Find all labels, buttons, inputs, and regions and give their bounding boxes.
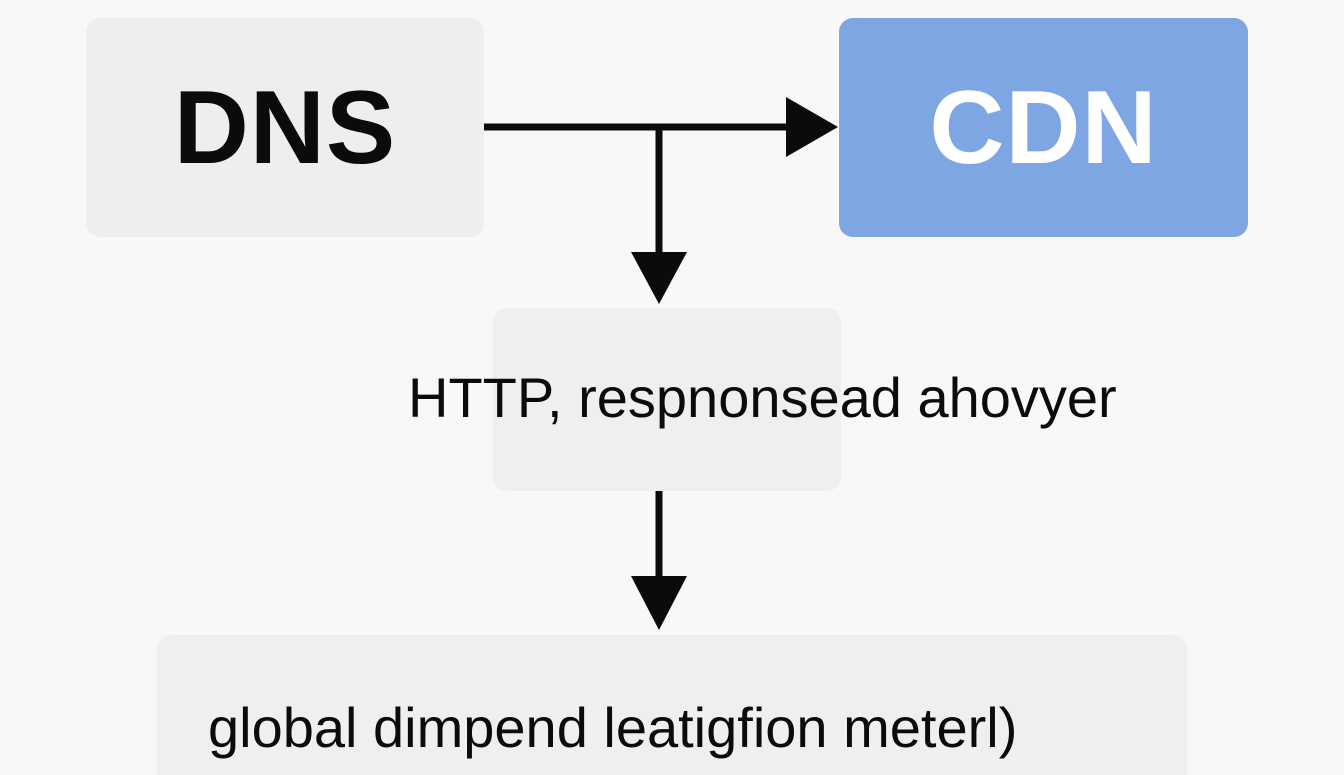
dns-node: DNS	[86, 18, 484, 237]
http-response-node	[493, 308, 841, 491]
dns-to-cdn-arrowhead	[786, 97, 838, 157]
global-label: global dimpend leatigfion meterl)	[208, 696, 1018, 759]
flow-diagram: DNS CDN HTTP, respnonsead ahovyer global…	[86, 18, 1248, 756]
http-to-global-arrowhead	[631, 576, 687, 630]
cdn-label: CDN	[929, 69, 1158, 186]
http-response-label: HTTP, respnonsead ahovyer	[408, 366, 1117, 429]
branch-to-http-arrowhead	[631, 252, 687, 304]
dns-label: DNS	[173, 69, 397, 186]
cdn-node: CDN	[839, 18, 1248, 237]
